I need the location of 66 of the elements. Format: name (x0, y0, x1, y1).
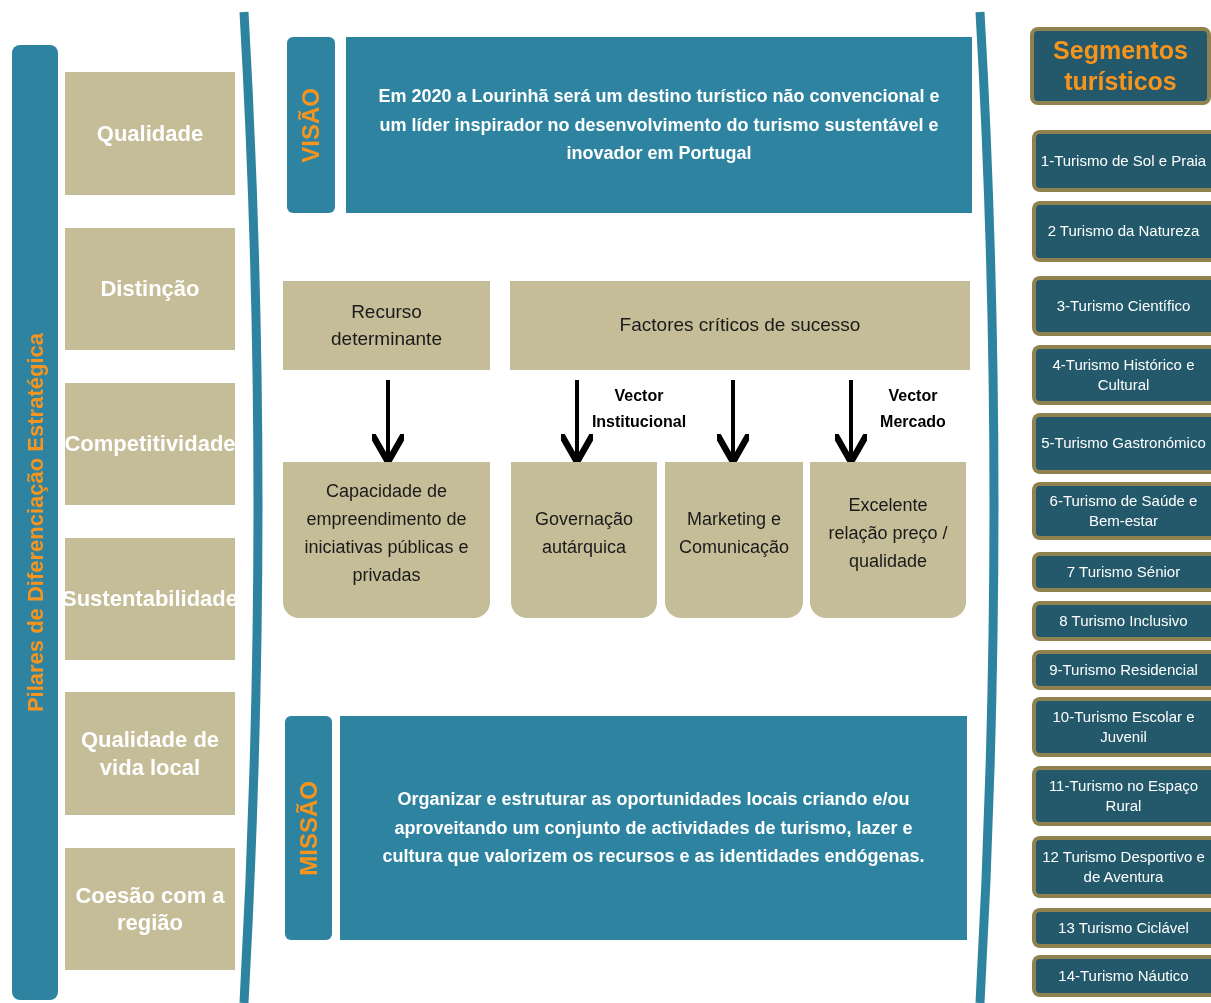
factor-box (511, 462, 657, 618)
node-text: Capacidade de empreendimento de iniciativas públicas e privadas (303, 480, 470, 587)
node-text: 10-Turismo Escolar e Juvenil (1051, 706, 1196, 747)
node-text: 12 Turismo Desportivo e de Aventura (1041, 846, 1206, 887)
node-text: Excelente relação preço / qualidade (827, 494, 949, 573)
node-text: Marketing e Comunicação (677, 508, 791, 559)
segment-box (1032, 276, 1211, 336)
heading-box (510, 281, 970, 370)
pillar-box (65, 228, 235, 350)
node-text: 4-Turismo Histórico e Cultural (1051, 354, 1196, 395)
segment-box (1032, 766, 1211, 826)
segment-box (1032, 601, 1211, 641)
pillar-box (65, 72, 235, 195)
header-box (1030, 27, 1211, 105)
statement-box (346, 37, 972, 213)
node-text: 13 Turismo Ciclável (1058, 917, 1189, 938)
segment-box (1032, 908, 1211, 948)
edge-label: Vector Institucional (590, 386, 688, 432)
heading-box (283, 281, 490, 370)
node-text: 8 Turismo Inclusivo (1059, 610, 1188, 631)
pillar-box (65, 692, 235, 815)
segment-box (1032, 650, 1211, 690)
node-text: Governação autárquica (533, 508, 635, 559)
node-text: Segmentos turísticos (1052, 34, 1189, 97)
segment-box (1032, 130, 1211, 192)
vertical-tab (287, 37, 335, 213)
node-text: Recurso determinante (330, 300, 443, 351)
node-text: 14-Turismo Náutico (1058, 965, 1189, 986)
segment-box (1032, 552, 1211, 592)
segment-box (1032, 955, 1211, 997)
node-text: 7 Turismo Sénior (1066, 561, 1181, 582)
vertical-band (12, 45, 58, 1000)
node-text: Coesão com a região (74, 881, 226, 937)
pillar-box (65, 848, 235, 970)
segment-box (1032, 482, 1211, 540)
node-text: 3-Turismo Científico (1056, 295, 1191, 316)
node-text: 5-Turismo Gastronómico (1041, 433, 1206, 454)
edge-label: Vector Mercado (879, 386, 947, 432)
node-text: Em 2020 a Lourinhã será um destino turístico não convencional e um líder inspirador no desenvolvimento do turismo sustentável e inovador em Portugal (378, 84, 940, 166)
segment-box (1032, 836, 1211, 898)
node-text: Factores críticos de sucesso (619, 313, 861, 338)
node-text: 2 Turismo da Natureza (1047, 221, 1200, 242)
segment-box (1032, 697, 1211, 757)
node-text: 6-Turismo de Saúde e Bem-estar (1048, 490, 1199, 531)
vertical-tab (285, 716, 332, 940)
pillar-box (65, 538, 235, 660)
factor-box (810, 462, 966, 618)
node-text: 11-Turismo no Espaço Rural (1047, 775, 1200, 816)
node-text: Qualidade (96, 119, 204, 148)
node-text: Sustentabilidade (62, 585, 239, 613)
node-text: 9-Turismo Residencial (1049, 659, 1198, 680)
segment-box (1032, 345, 1211, 405)
node-text: Qualidade de vida local (79, 726, 221, 781)
factor-box (665, 462, 803, 618)
statement-box (340, 716, 967, 940)
pillar-box (65, 383, 235, 505)
node-text: Organizar e estruturar as oportunidades locais criando e/ou aproveitando um conjunto de actividades de turismo, lazer e cultura que valorizem os recursos e as identidades endógenas. (381, 787, 926, 869)
factor-box (283, 462, 490, 618)
node-text: MISSÃO (293, 780, 323, 876)
segment-box (1032, 201, 1211, 262)
node-text: Distinção (100, 275, 200, 303)
node-text: Competitividade (64, 430, 236, 458)
node-text: 1-Turismo de Sol e Praia (1040, 150, 1207, 171)
node-text: Pilares de Diferenciação Estratégica (21, 332, 49, 713)
node-text: VISÃO (296, 87, 325, 163)
segment-box (1032, 413, 1211, 474)
